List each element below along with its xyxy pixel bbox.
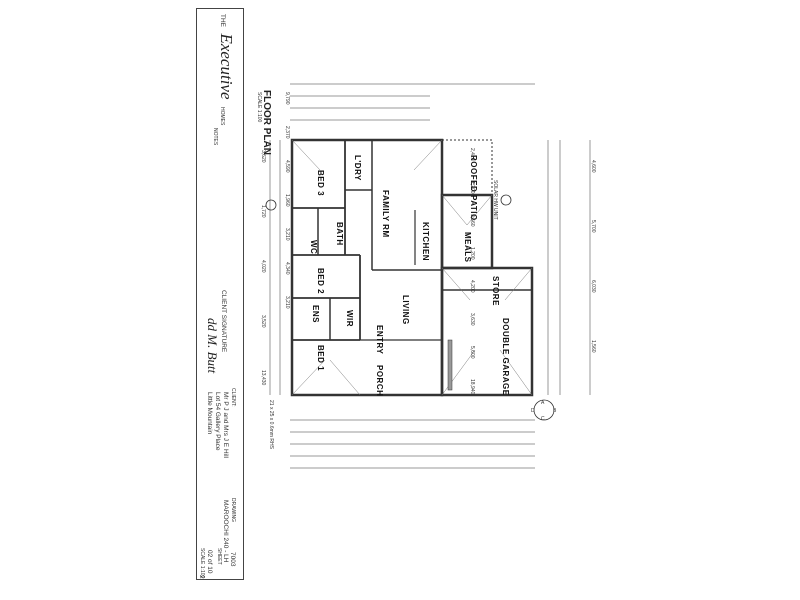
plan-note-rhs: 21 x 25 x 0.6mm RHS bbox=[268, 400, 274, 449]
dim-bottom-5: 3,630 bbox=[469, 313, 475, 326]
dim-bottom-0: 2,410 bbox=[469, 148, 475, 161]
dim-bottom-1: 1,200 bbox=[469, 181, 475, 194]
dim-top-2: 4,590 bbox=[284, 160, 290, 173]
dim-top-1: 2,370 bbox=[284, 126, 290, 139]
section-marker-icon bbox=[265, 199, 277, 211]
dim-right-1: 5,700 bbox=[590, 220, 596, 233]
compass-icon bbox=[533, 399, 555, 421]
solar-unit-icon bbox=[500, 194, 512, 206]
dim-left-2: 4,020 bbox=[260, 260, 266, 273]
dim-bottom-2: 3,560 bbox=[469, 214, 475, 227]
dim-top-5: 4,340 bbox=[284, 262, 290, 275]
dim-left-3: 3,520 bbox=[260, 315, 266, 328]
dim-right-0: 4,600 bbox=[590, 160, 596, 173]
room-porch: PORCH bbox=[375, 365, 384, 397]
room-bed1: BED 1 bbox=[316, 345, 325, 372]
room-kitchen: KITCHEN bbox=[421, 222, 430, 262]
room-living: LIVING bbox=[401, 295, 410, 325]
dim-top-0: 9,790 bbox=[284, 92, 290, 105]
dim-bottom-6: 5,600 bbox=[469, 346, 475, 359]
dim-right-2: 6,030 bbox=[590, 280, 596, 293]
dim-top-3: 1,960 bbox=[284, 194, 290, 207]
garage-door bbox=[447, 339, 453, 391]
room-ensuite: ENS bbox=[311, 305, 320, 323]
room-wc: WC bbox=[309, 240, 318, 255]
room-entry: ENTRY bbox=[375, 325, 384, 355]
room-laundry: L'DRY bbox=[353, 155, 362, 181]
dim-left-4: 13,430 bbox=[260, 370, 266, 386]
compass-letter-3: D bbox=[531, 408, 535, 414]
dim-top-4: 3,210 bbox=[284, 228, 290, 241]
patio-outline bbox=[441, 139, 493, 196]
compass-letter-2: C bbox=[541, 416, 545, 422]
dim-right-3: 1,560 bbox=[590, 340, 596, 353]
house-outer-wall bbox=[290, 138, 444, 397]
dim-left-0: 3,620 bbox=[260, 150, 266, 163]
dim-bottom-3: 1,200 bbox=[469, 247, 475, 260]
room-store: STORE bbox=[491, 276, 500, 306]
compass-letter-1: B bbox=[553, 408, 557, 414]
room-bed2: BED 2 bbox=[316, 268, 325, 295]
plan-note-solar: SOLAR HW UNIT bbox=[492, 180, 498, 220]
room-wir: WIR bbox=[345, 310, 354, 328]
dim-left-1: 1,720 bbox=[260, 205, 266, 218]
room-double-garage: DOUBLE GARAGE bbox=[501, 318, 510, 396]
dim-top-6: 3,210 bbox=[284, 296, 290, 309]
room-family: FAMILY RM bbox=[381, 190, 390, 238]
dim-bottom-4: 4,200 bbox=[469, 280, 475, 293]
dim-bottom-7: 18,940 bbox=[469, 379, 475, 395]
room-bath: BATH bbox=[335, 222, 344, 246]
title-block bbox=[196, 8, 244, 580]
room-bed3: BED 3 bbox=[316, 170, 325, 197]
compass-letter-0: A bbox=[541, 400, 545, 406]
